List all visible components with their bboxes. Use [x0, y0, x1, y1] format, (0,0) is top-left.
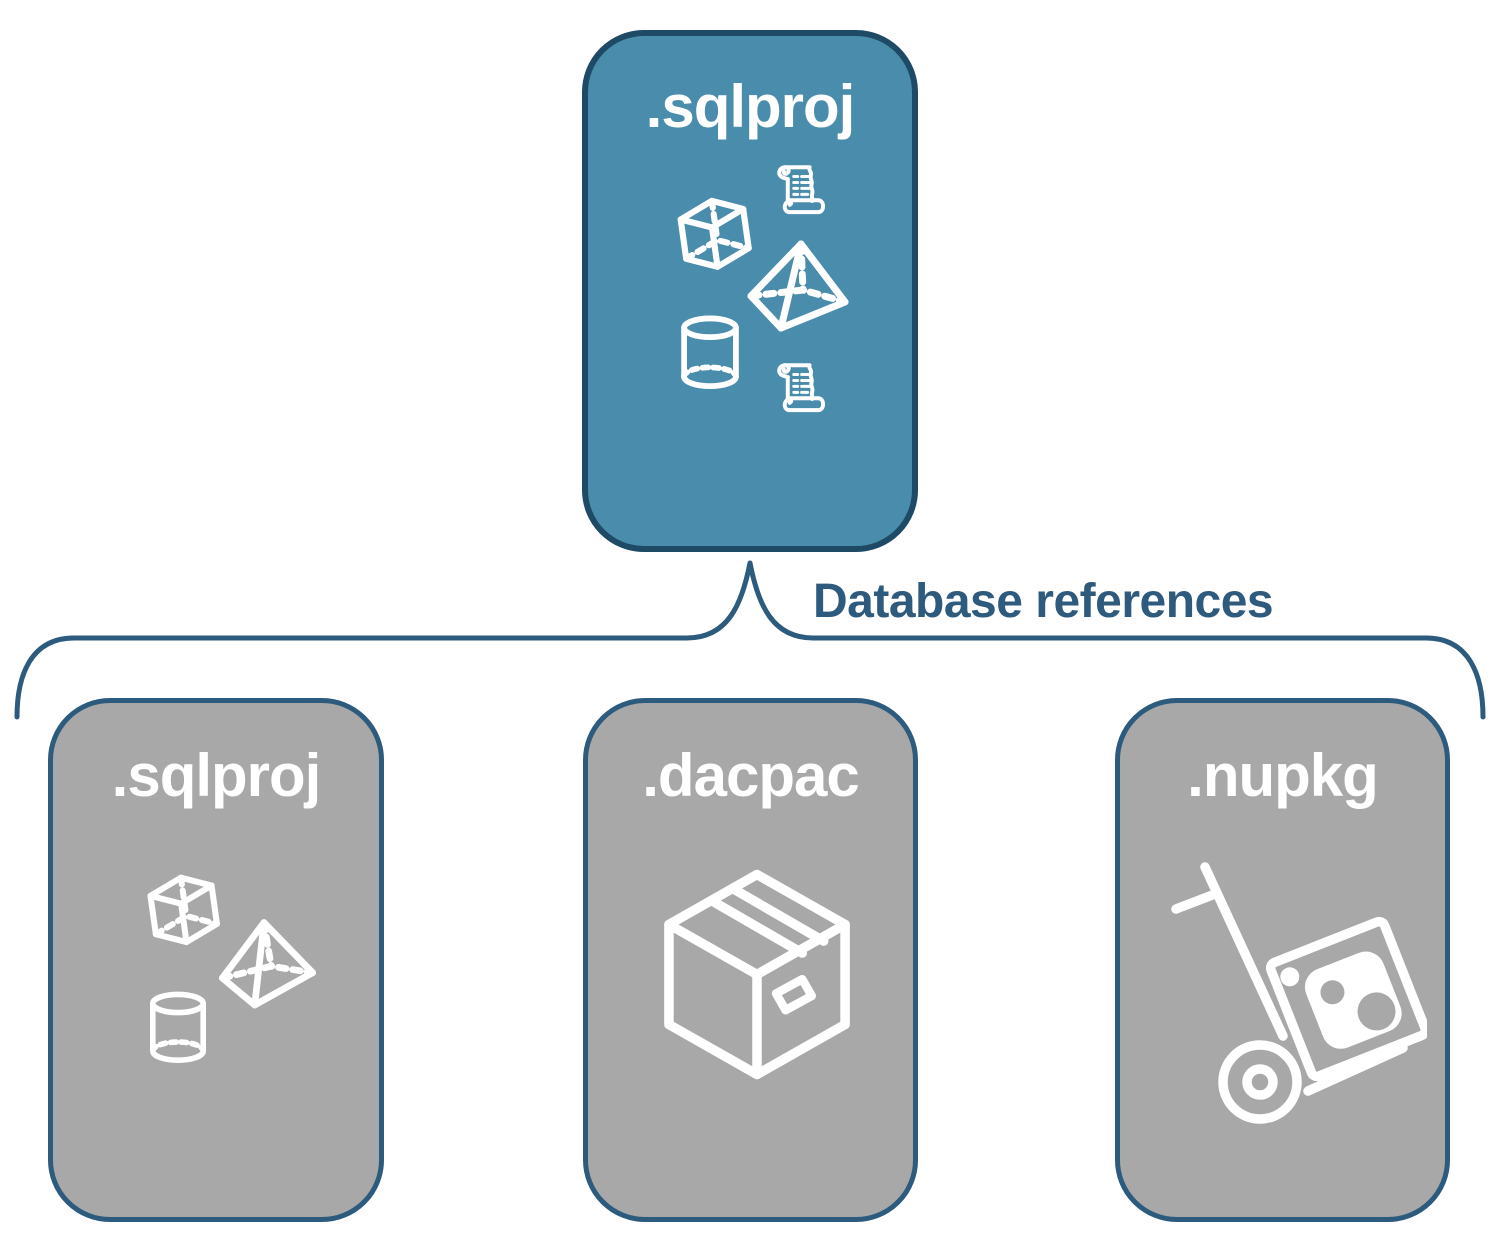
node-root-label: .sqlproj: [645, 73, 856, 140]
node-child-sqlproj: .sqlproj: [48, 698, 384, 1222]
database-cylinder-icon: [143, 985, 213, 1071]
node-child-label: .nupkg: [1187, 742, 1379, 809]
pyramid-icon: [206, 909, 327, 1018]
edge-label-database-references: Database references: [813, 575, 1274, 628]
cube-icon: [139, 869, 229, 955]
node-child-label: .dacpac: [642, 742, 859, 809]
node-child-nupkg: .nupkg: [1115, 698, 1450, 1222]
script-scroll-icon: [764, 162, 834, 228]
package-box-icon: [638, 843, 876, 1125]
cube-icon: [670, 192, 760, 280]
node-child-label: .sqlproj: [111, 742, 322, 809]
pyramid-icon: [742, 236, 854, 336]
node-root-sqlproj: .sqlproj: [582, 30, 918, 552]
script-scroll-icon: [764, 360, 834, 426]
node-child-dacpac: .dacpac: [583, 698, 918, 1222]
database-cylinder-icon: [674, 306, 746, 400]
hand-truck-nuget-icon: [1165, 858, 1427, 1165]
